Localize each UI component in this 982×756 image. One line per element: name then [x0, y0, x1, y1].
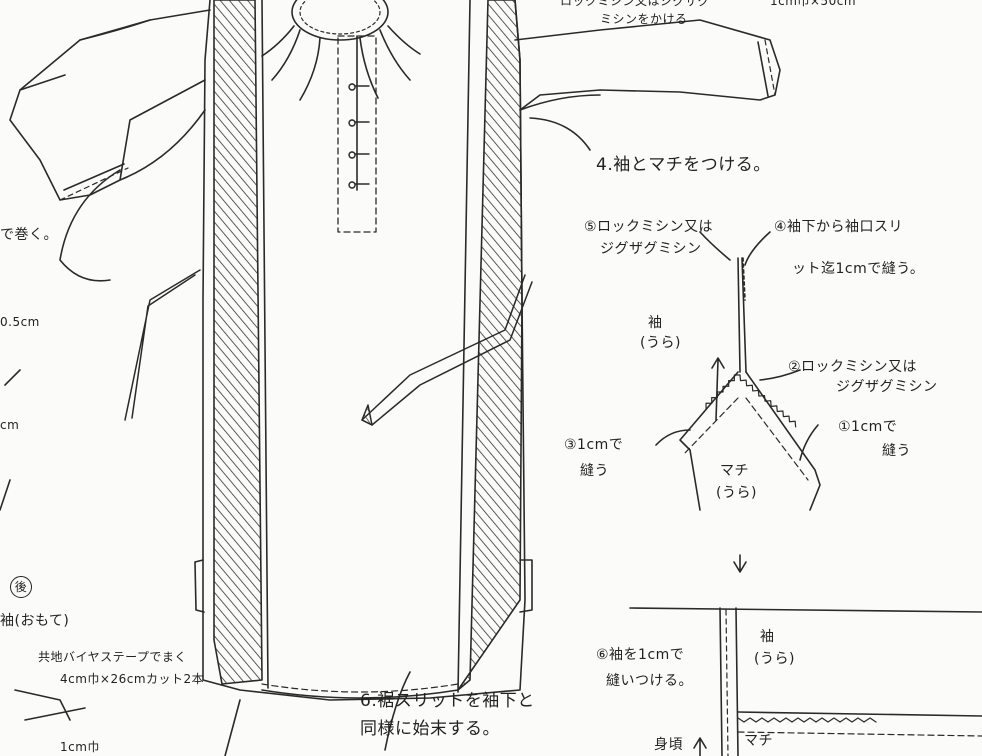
note-6-line2: 縫いつける。	[606, 673, 693, 689]
body-label: 身頃	[654, 737, 683, 753]
right-side-panel	[457, 0, 523, 691]
back-mark: 後	[10, 576, 32, 598]
note-3-line2: 縫う	[580, 463, 609, 479]
gusset-outline	[679, 371, 821, 511]
note-5-line1: ⑤ロックミシン又は	[584, 219, 714, 235]
note-1-line1: ①1cmで	[838, 419, 898, 435]
sleeve2-label-2: (うら)	[754, 651, 795, 667]
note-2-line2: ジグザグミシン	[836, 379, 938, 395]
tunic-drawing	[0, 0, 781, 756]
right-sleeve	[514, 19, 781, 111]
top-note-line2: ミシンをかける	[600, 12, 688, 26]
left-side-panel	[213, 0, 263, 685]
bias-tape-note: 共地バイヤステープでまく	[38, 650, 187, 664]
cut-size-note: 4cm巾×26cmカット2本	[60, 672, 205, 686]
gusset-label-2: (うら)	[716, 485, 757, 501]
step-6-line1: 6.裾スリットを袖下と	[360, 691, 535, 711]
gusset-detail-2	[629, 607, 982, 756]
note-2-line1: ②ロックミシン又は	[788, 359, 918, 375]
note-3-line1: ③1cmで	[564, 437, 624, 453]
note-6-line1: ⑥袖を1cmで	[596, 647, 685, 663]
step-4-label: 4.袖とマチをつける。	[596, 155, 771, 175]
top-note-size: 1cm巾×50cm	[770, 0, 857, 8]
tie-strings	[124, 269, 533, 426]
wrap-note: で巻く。	[0, 227, 58, 243]
step-6-line2: 同様に始末する。	[360, 719, 500, 739]
arrow-down	[733, 554, 747, 573]
sleeve-label-1: 袖	[648, 315, 663, 331]
seam-left	[737, 257, 741, 373]
bottom-cm-note: 1cm巾	[60, 740, 100, 754]
note-4-line2: ット迄1cmで縫う。	[792, 261, 925, 277]
gusset2-label: マチ	[744, 733, 773, 749]
note-4-line1: ④袖下から袖口スリ	[774, 219, 904, 235]
cm-note: cm	[0, 418, 20, 432]
arrow-up	[711, 357, 725, 421]
seam-right	[741, 257, 747, 373]
note-5-line2: ジグザグミシン	[600, 241, 702, 257]
note-1-line2: 縫う	[882, 443, 911, 459]
top-note-line1: ロックミシン又はジグザグ	[560, 0, 711, 8]
sleeve2-label-1: 袖	[760, 629, 775, 645]
half-cm-note: 0.5cm	[0, 315, 40, 329]
front-placket	[337, 35, 377, 233]
sleeve-front-label: 袖(おもて)	[0, 613, 70, 629]
gusset-label-1: マチ	[720, 463, 749, 479]
sleeve-label-2: (うら)	[640, 335, 681, 351]
button-loops	[348, 83, 370, 189]
left-sleeve	[9, 9, 211, 201]
gusset-detail-1	[655, 231, 821, 573]
